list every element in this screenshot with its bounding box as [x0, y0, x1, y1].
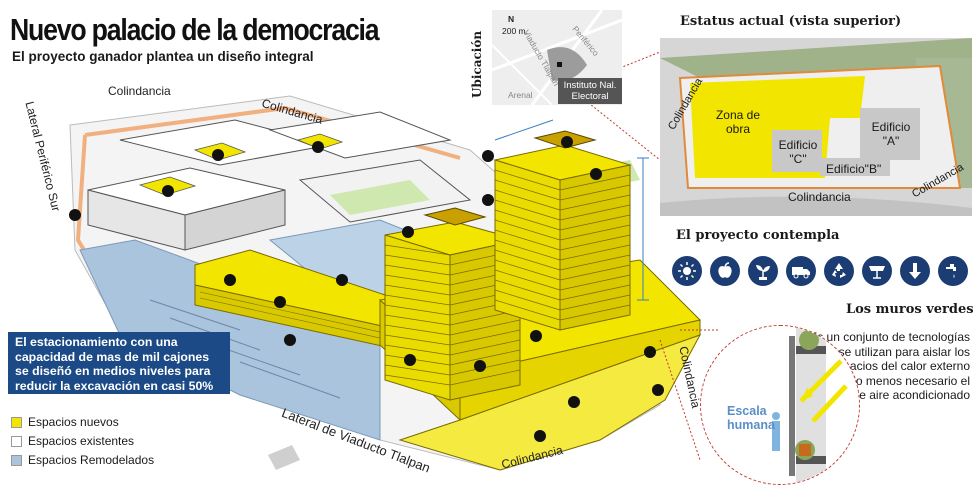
- faucet-icon: [938, 256, 968, 286]
- site-marker-dot: [482, 150, 494, 162]
- legend-item-remodelados: Espacios Remodelados: [11, 453, 154, 467]
- status-edificio-c: Edificio "C": [778, 138, 818, 166]
- muros-heading: Los muros verdes: [846, 302, 974, 317]
- map-marker-label: Instituto Nal. Electoral: [558, 78, 622, 104]
- site-marker-dot: [402, 226, 414, 238]
- legend-swatch: [11, 454, 22, 466]
- site-marker-dot: [69, 209, 81, 221]
- arrow-down-icon: [900, 256, 930, 286]
- site-marker-dot: [644, 346, 656, 358]
- parking-callout: El estacionamiento con una capacidad de …: [8, 332, 230, 394]
- status-edificio-b: Edificio"B": [826, 162, 882, 176]
- solar-panel-icon: [862, 256, 892, 286]
- muros-escala-label: Escala humana: [727, 404, 775, 432]
- legend-swatch: [11, 435, 22, 447]
- site-marker-dot: [312, 141, 324, 153]
- site-marker-dot: [561, 136, 573, 148]
- legend-label: Espacios Remodelados: [28, 453, 155, 467]
- project-heading: El proyecto contempla: [676, 228, 840, 243]
- apple-icon: [710, 256, 740, 286]
- muros-circle-detail: Escala humana: [700, 325, 860, 485]
- legend-label: Espacios existentes: [28, 434, 135, 448]
- status-colindancia-bottom: Colindancia: [788, 190, 851, 204]
- site-marker-dot: [404, 354, 416, 366]
- muros-detail-graphic: [701, 326, 859, 484]
- legend-label: Espacios nuevos: [28, 415, 119, 429]
- status-aerial-view: Zona de obra Edificio "A" Edificio"B" Ed…: [660, 38, 972, 216]
- location-map: Ubicación N 200 m. Viaducto Tlalpan Peri…: [470, 10, 622, 105]
- legend-item-nuevos: Espacios nuevos: [11, 415, 119, 429]
- site-marker-dot: [224, 274, 236, 286]
- site-marker-dot: [530, 330, 542, 342]
- site-marker-dot: [482, 194, 494, 206]
- map-scale: 200 m.: [502, 26, 528, 36]
- sun-icon: [672, 256, 702, 286]
- recycle-icon: [824, 256, 854, 286]
- map-street-arenal: Arenal: [508, 90, 533, 100]
- page-title: Nuevo palacio de la democracia: [10, 12, 380, 47]
- page-subtitle: El proyecto ganador plantea un diseño in…: [12, 49, 314, 64]
- site-marker-dot: [212, 149, 224, 161]
- legend-swatch: [11, 416, 22, 428]
- site-marker-dot: [474, 360, 486, 372]
- status-aerial-graphic: [660, 38, 972, 216]
- location-map-graphic: [492, 10, 622, 105]
- site-marker-dot: [162, 185, 174, 197]
- site-marker-dot: [652, 384, 664, 396]
- status-edificio-a: Edificio "A": [871, 120, 911, 148]
- status-zona-label: Zona de obra: [715, 108, 761, 136]
- truck-icon: [786, 256, 816, 286]
- map-north: N: [508, 14, 515, 24]
- legend-item-existentes: Espacios existentes: [11, 434, 134, 448]
- site-marker-dot: [284, 334, 296, 346]
- site-marker-dot: [590, 168, 602, 180]
- location-heading: Ubicación: [470, 30, 484, 98]
- site-marker-dot: [568, 396, 580, 408]
- site-marker-dot: [336, 274, 348, 286]
- plant-icon: [748, 256, 778, 286]
- site-marker-dot: [534, 430, 546, 442]
- label-colindancia-top: Colindancia: [108, 84, 171, 98]
- status-heading: Estatus actual (vista superior): [680, 14, 902, 29]
- site-marker-dot: [274, 296, 286, 308]
